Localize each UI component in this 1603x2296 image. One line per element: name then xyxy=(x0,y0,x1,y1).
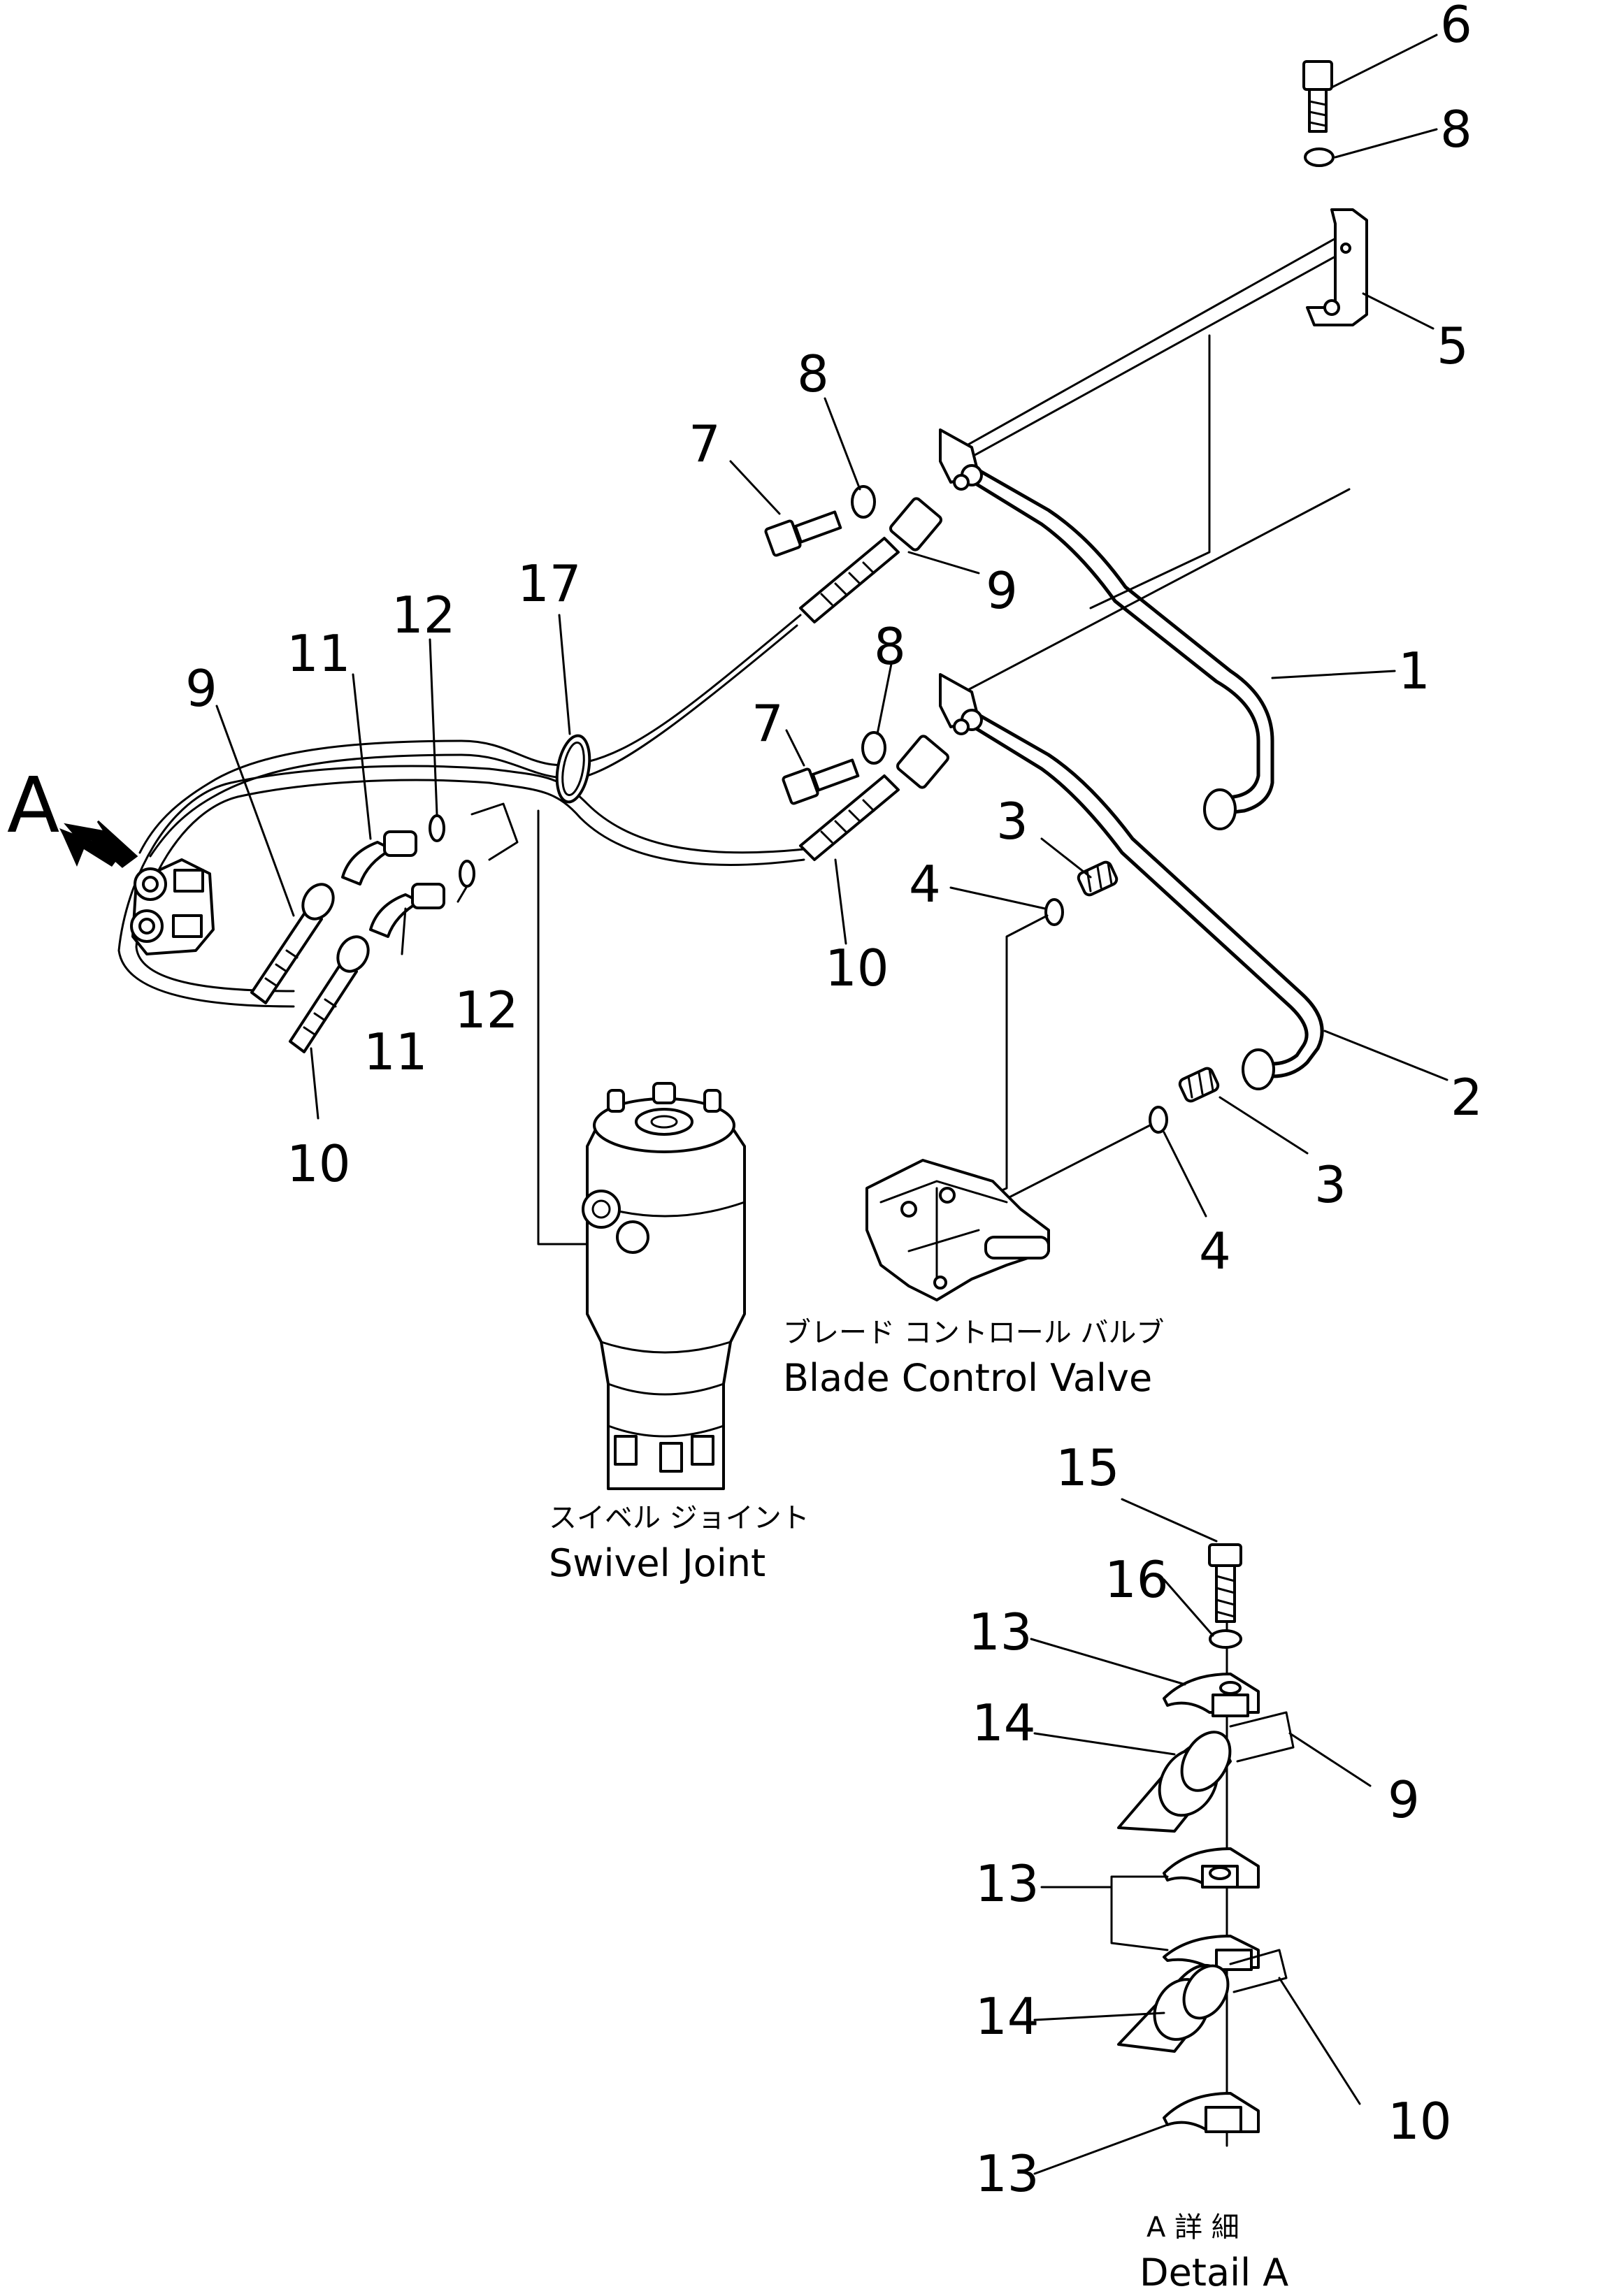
callout-9: 9 xyxy=(185,659,217,718)
elbow-11-upper xyxy=(341,830,417,886)
callout-8: 8 xyxy=(874,617,906,676)
callout-15: 15 xyxy=(1056,1438,1120,1497)
callout-10: 10 xyxy=(1388,2092,1452,2151)
callout-6: 6 xyxy=(1440,0,1472,54)
callout-8: 8 xyxy=(1440,100,1472,159)
pipe-2-nut xyxy=(1242,1048,1275,1090)
callout-5: 5 xyxy=(1437,317,1469,375)
elbow-3-upper xyxy=(1077,860,1119,897)
o-ring-12-upper xyxy=(429,814,445,842)
o-ring-4-upper xyxy=(1044,898,1064,926)
callout-10: 10 xyxy=(287,1134,351,1193)
callout-4: 4 xyxy=(1199,1222,1231,1280)
washer-8-upper xyxy=(851,485,876,519)
elbow-11-lower xyxy=(369,883,445,938)
hose-10 xyxy=(117,765,805,1008)
component-captions: ブレード コントロール バルブ Blade Control Valve スイベル… xyxy=(549,1317,1288,2295)
callout-13: 13 xyxy=(975,1854,1040,1913)
callout-14: 14 xyxy=(972,1694,1036,1752)
blade-control-valve-label-jp: ブレード コントロール バルブ xyxy=(783,1317,1164,1349)
callout-16: 16 xyxy=(1105,1550,1169,1609)
hose-10-upper-fitting xyxy=(799,735,949,861)
blade-control-valve-label-en: Blade Control Valve xyxy=(783,1356,1152,1400)
view-arrow-a xyxy=(59,820,138,868)
swivel-joint-label-jp: スイベル ジョイント xyxy=(549,1502,810,1534)
swivel-joint xyxy=(582,1082,746,1490)
elbow-3-lower xyxy=(1178,1067,1220,1103)
callout-12: 12 xyxy=(391,586,456,644)
callout-11: 11 xyxy=(364,1023,428,1081)
tube-1 xyxy=(949,229,1365,816)
callout-2: 2 xyxy=(1451,1068,1483,1127)
view-marker-a: A xyxy=(7,760,59,850)
bolt-7-lower xyxy=(782,758,860,805)
o-ring-4-lower xyxy=(1149,1106,1168,1134)
bolt-7-upper xyxy=(764,510,842,557)
detail-a-label-jp: A 詳 細 xyxy=(1146,2211,1239,2244)
detail-a-label-en: Detail A xyxy=(1140,2251,1288,2295)
callout-13: 13 xyxy=(968,1603,1033,1661)
callout-7: 7 xyxy=(752,694,784,753)
callout-7: 7 xyxy=(689,414,721,473)
blade-control-valve xyxy=(865,1159,1050,1301)
callout-10: 10 xyxy=(825,939,889,997)
o-ring-12-lower xyxy=(459,860,475,888)
hose-10-lower-fitting xyxy=(289,935,370,1053)
callout-11: 11 xyxy=(287,624,351,683)
callout-17: 17 xyxy=(517,554,582,613)
clamp-17 xyxy=(555,734,591,804)
tube-2 xyxy=(949,334,1351,1078)
pipe-clamp-lower xyxy=(939,673,983,735)
detail-a-assembly xyxy=(1117,1543,1295,2147)
bolt-6 xyxy=(1302,60,1333,133)
pipe-clamp-upper xyxy=(939,428,983,491)
callout-9: 9 xyxy=(986,561,1018,620)
callout-3: 3 xyxy=(1314,1155,1346,1214)
pipe-1-nut xyxy=(1203,788,1237,830)
leader-lines xyxy=(215,34,1449,2175)
callout-12: 12 xyxy=(454,981,519,1039)
hose-9-upper-fitting xyxy=(799,497,942,623)
callout-13: 13 xyxy=(975,2144,1040,2203)
callout-4: 4 xyxy=(909,855,941,914)
swivel-joint-label-en: Swivel Joint xyxy=(549,1541,765,1585)
washer-8-top xyxy=(1304,147,1335,167)
hose-9 xyxy=(138,614,802,858)
callout-8: 8 xyxy=(797,345,829,403)
bracket-5 xyxy=(1306,208,1368,326)
callout-14: 14 xyxy=(975,1987,1040,2046)
callout-1: 1 xyxy=(1398,642,1430,700)
hose-9-lower-fitting xyxy=(250,883,335,1004)
callout-9: 9 xyxy=(1388,1770,1420,1829)
washer-8-lower xyxy=(861,731,886,765)
callout-labels: 6 8 5 1 2 3 3 4 4 7 8 9 7 8 10 17 12 11 … xyxy=(7,0,1483,2203)
callout-3: 3 xyxy=(996,792,1028,851)
fitting-block-a xyxy=(130,858,215,955)
